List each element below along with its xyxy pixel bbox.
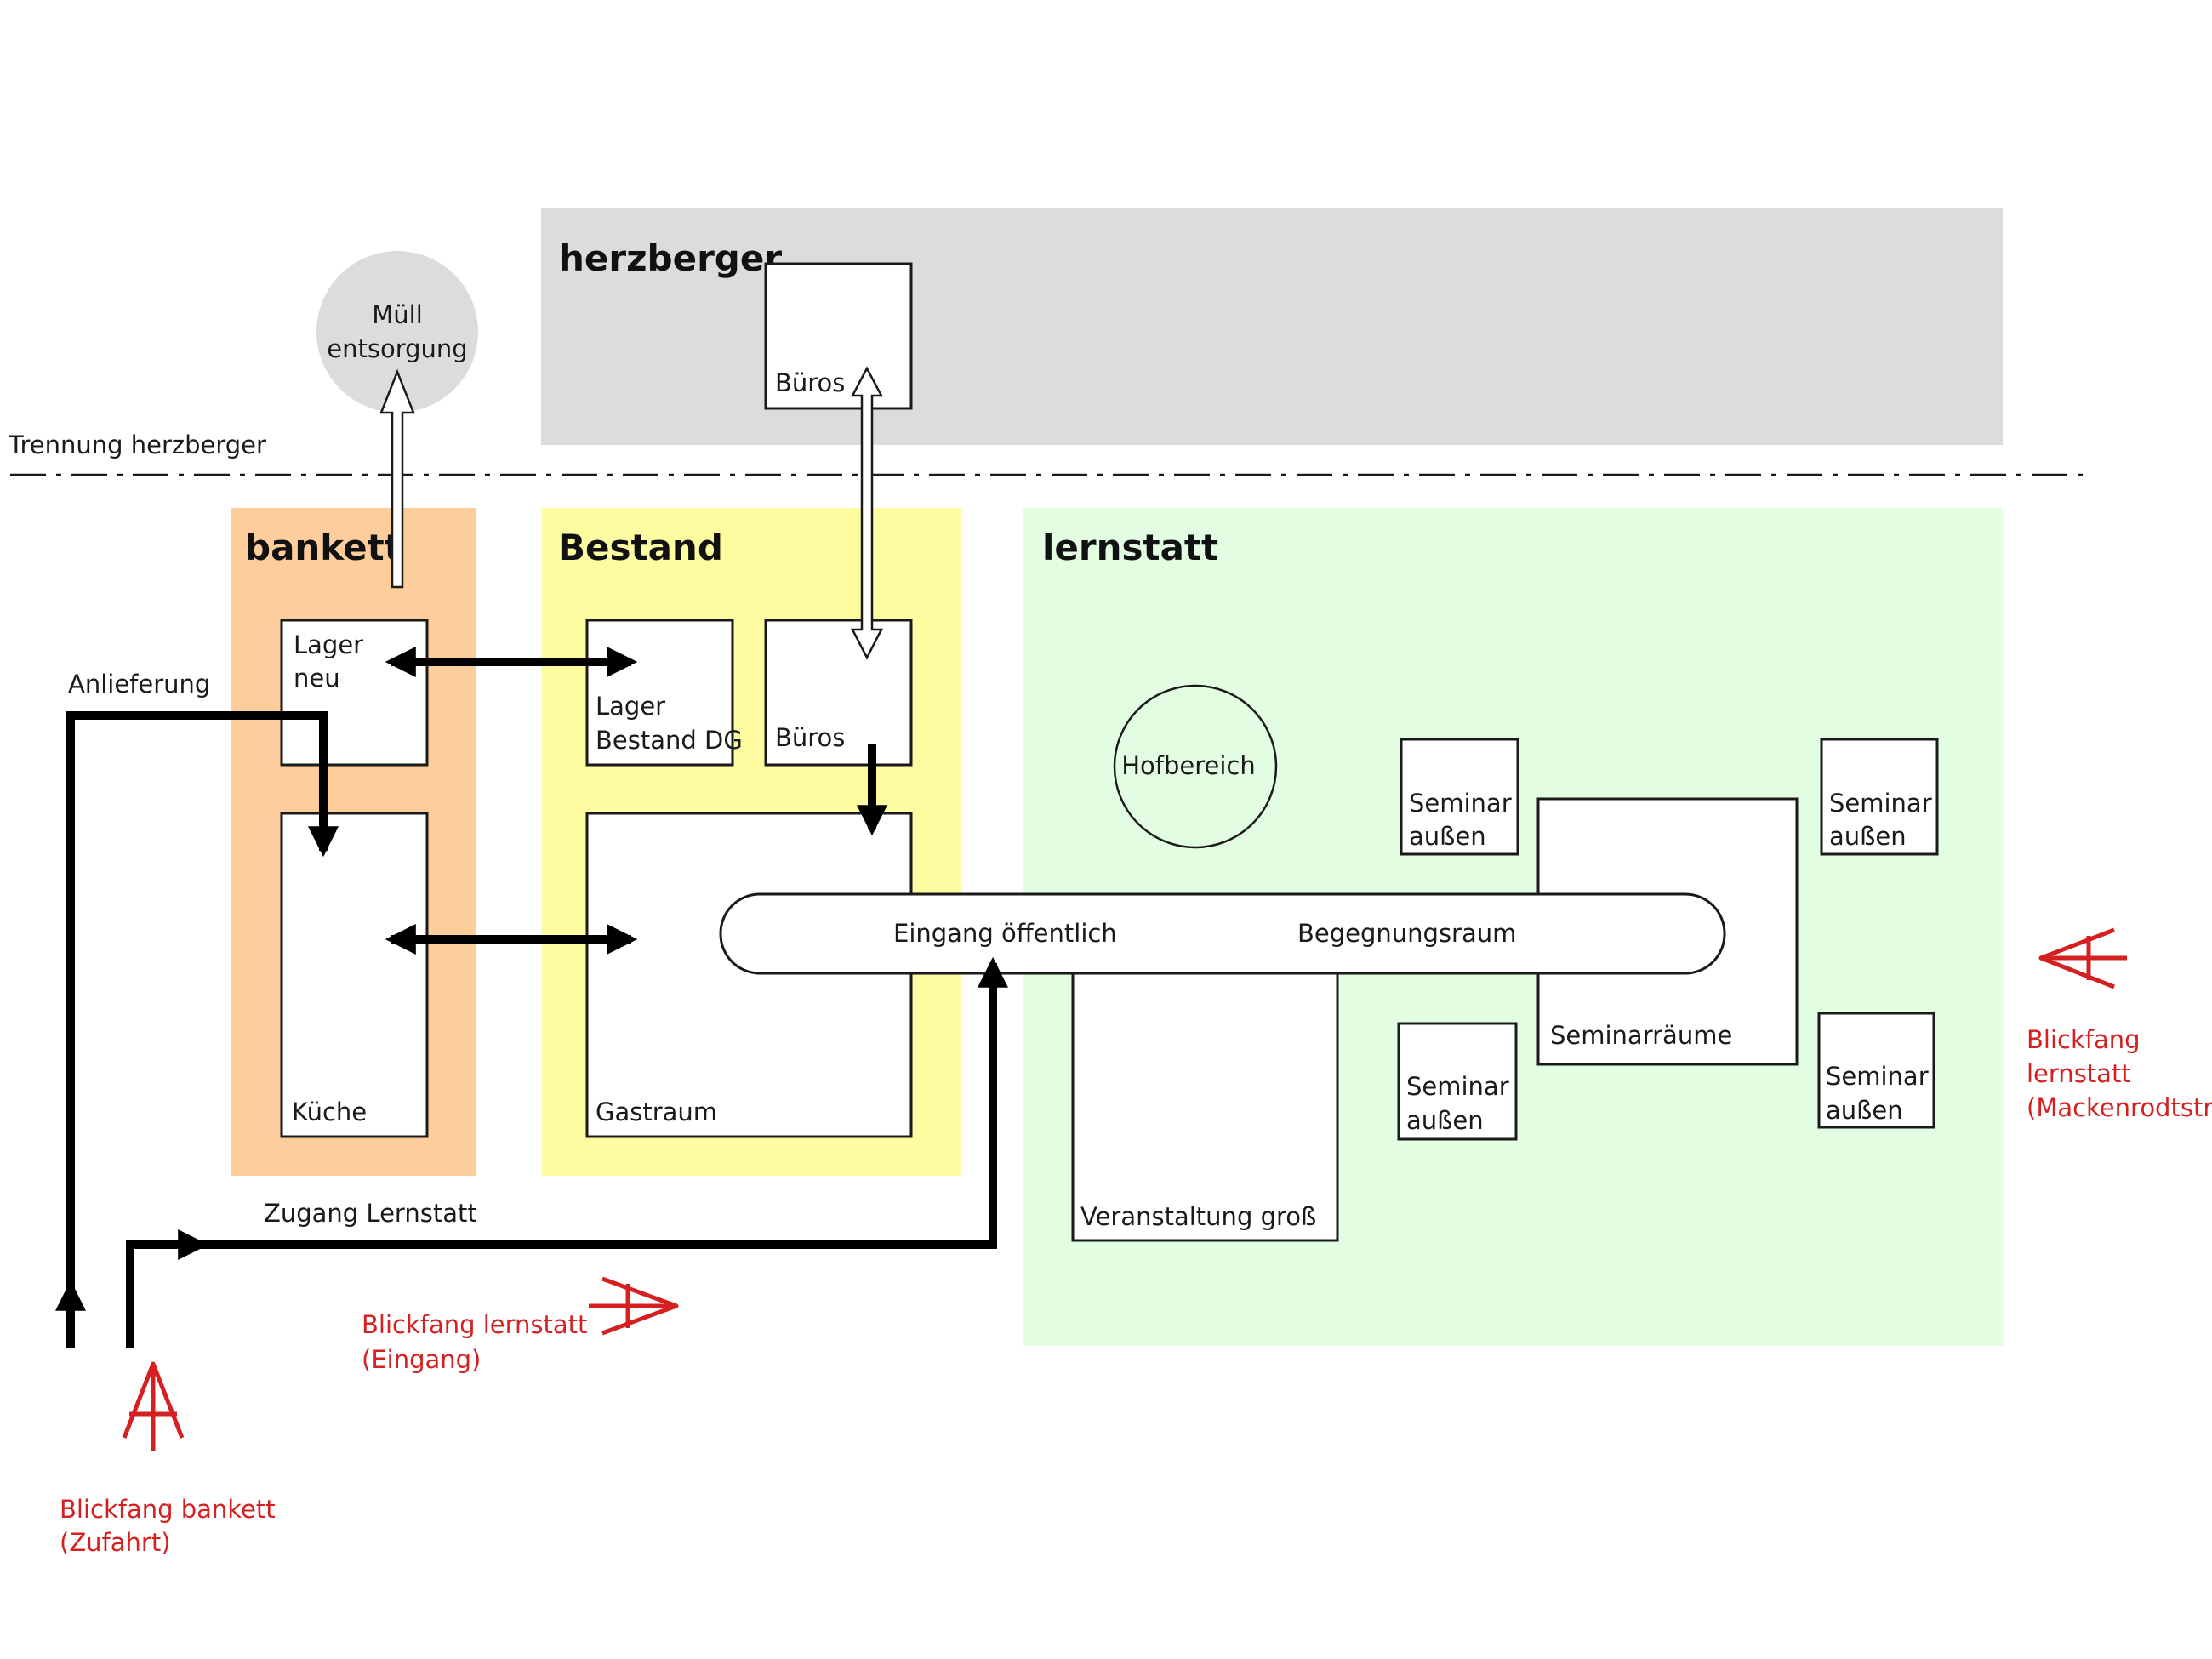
box-kueche — [280, 812, 429, 1138]
eyecatcher-bankett-icon — [122, 1361, 185, 1451]
box-bueros-bestand — [764, 619, 913, 767]
label-seminar-1b: außen — [1409, 822, 1486, 851]
label-lager-bestand-1: Lager — [596, 692, 665, 721]
label-seminar-2a: Seminar — [1829, 789, 1932, 818]
hofbereich-circle — [1113, 684, 1278, 849]
arrow-anlieferung — [66, 711, 339, 1348]
arrow-zugang — [126, 956, 1008, 1348]
eyecatcher-lernstatt-label-1: Blickfang lernstatt — [362, 1310, 587, 1339]
arrow-bueros-link — [850, 366, 884, 660]
box-lager-bestand — [585, 619, 734, 767]
zone-title-bestand: Bestand — [558, 527, 723, 568]
label-veranstaltung: Veranstaltung groß — [1080, 1202, 1316, 1231]
label-hofbereich: Hofbereich — [1121, 751, 1256, 780]
eyecatcher-lernstatt-eingang-icon — [589, 1276, 679, 1336]
box-seminar-aussen-1 — [1400, 738, 1519, 856]
label-bueros-herzberger: Büros — [775, 368, 845, 397]
eyecatcher-bankett-label-1: Blickfang bankett — [60, 1495, 276, 1524]
waste-label-1: Müll — [372, 300, 423, 329]
label-anlieferung: Anlieferung — [68, 670, 210, 698]
waste-disposal-circle — [316, 251, 478, 413]
eyecatcher-lernstatt-label-2: (Eingang) — [362, 1345, 481, 1374]
eyecatcher-mackenrodt-label-1: Blickfang — [2027, 1025, 2141, 1054]
arrow-muell — [379, 368, 415, 589]
eyecatcher-mackenrodt-label-3: (Mackenrodtstr.) — [2027, 1093, 2212, 1122]
label-begegnung: Begegnungsraum — [1297, 919, 1516, 948]
box-bueros-herzberger — [764, 262, 913, 410]
zone-title-herzberger: herzberger — [559, 237, 782, 279]
eyecatcher-bankett-label-2: (Zufahrt) — [60, 1528, 171, 1557]
waste-label-2: entsorgung — [327, 334, 467, 363]
eyecatcher-mackenrodt-icon — [2038, 927, 2127, 989]
label-bueros-bestand: Büros — [775, 723, 845, 752]
zone-title-bankett: bankett — [245, 527, 402, 568]
separation-label: Trennung herzberger — [8, 430, 266, 459]
box-gastraum — [585, 812, 913, 1138]
label-seminar-4a: Seminar — [1826, 1062, 1929, 1091]
label-lager-neu-2: neu — [294, 664, 340, 693]
meeting-corridor — [719, 892, 1726, 975]
label-seminar-2b: außen — [1829, 822, 1907, 851]
label-seminar-3b: außen — [1406, 1106, 1484, 1135]
label-seminar-4b: außen — [1826, 1096, 1903, 1125]
box-seminar-aussen-2 — [1820, 738, 1939, 856]
label-kueche: Küche — [292, 1097, 367, 1126]
label-zugang: Zugang Lernstatt — [264, 1199, 477, 1228]
label-seminar-1a: Seminar — [1409, 789, 1512, 818]
label-lager-bestand-2: Bestand DG — [596, 726, 743, 755]
label-seminarraeume: Seminarräume — [1550, 1021, 1732, 1050]
zone-title-lernstatt: lernstatt — [1042, 527, 1218, 568]
box-seminar-aussen-4 — [1817, 1012, 1936, 1129]
eyecatcher-mackenrodt-label-2: lernstatt — [2027, 1059, 2131, 1088]
label-eingang: Eingang öffentlich — [893, 919, 1117, 948]
label-gastraum: Gastraum — [596, 1097, 717, 1126]
box-veranstaltung — [1071, 951, 1339, 1242]
box-seminar-aussen-3 — [1397, 1022, 1518, 1141]
label-lager-neu-1: Lager — [294, 630, 363, 659]
label-seminar-3a: Seminar — [1406, 1072, 1509, 1101]
box-lager-neu — [280, 619, 429, 767]
